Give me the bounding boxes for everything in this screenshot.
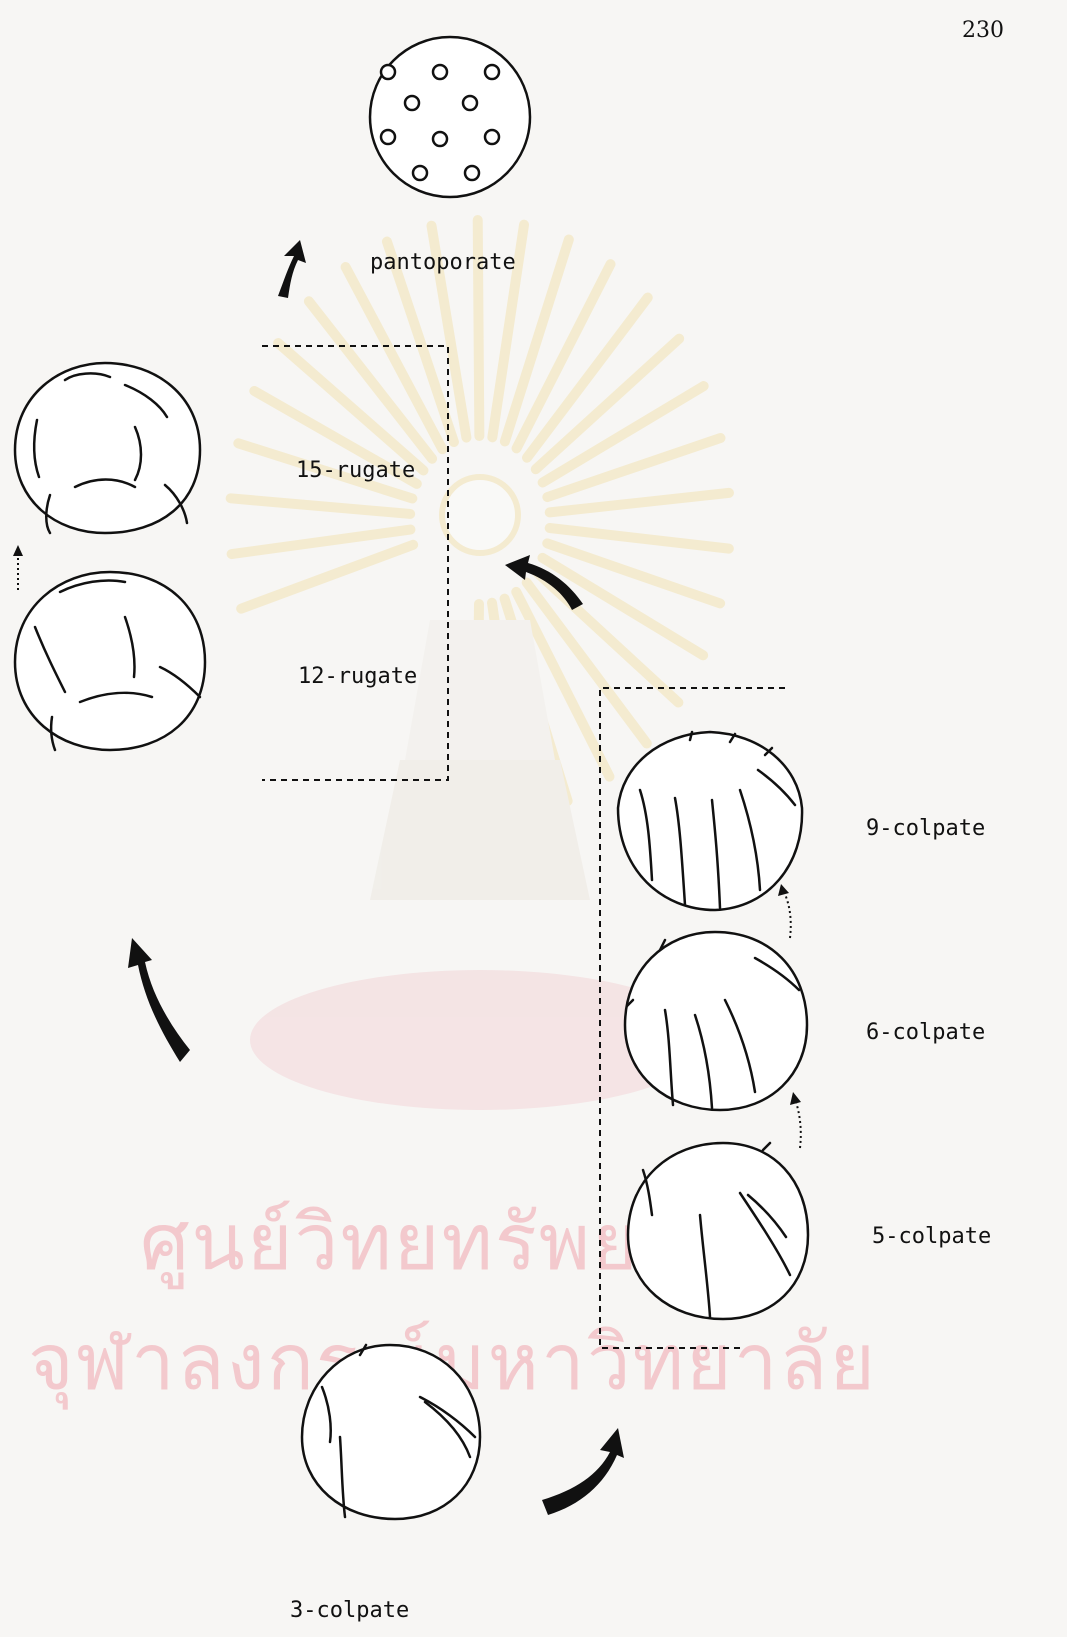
label-pantoporate: pantoporate (370, 250, 516, 275)
colpate-9-grain (618, 732, 802, 910)
pantoporate-grain (370, 37, 530, 197)
arrow-3colpate-to-rugate (128, 938, 190, 1062)
dotted-arrow-5-to-6 (790, 1092, 801, 1148)
colpate-3-grain (302, 1345, 480, 1519)
label-6-colpate: 6-colpate (866, 1020, 985, 1045)
dotted-arrow-6-to-9 (778, 884, 791, 938)
arrow-3colpate-to-colpate (542, 1428, 624, 1515)
page-number: 230 (962, 18, 1004, 43)
arrow-to-pantoporate (278, 240, 306, 298)
rugate-15-grain (15, 363, 200, 533)
rugate-12-grain (15, 572, 205, 750)
label-12-rugate: 12-rugate (298, 664, 417, 689)
label-5-colpate: 5-colpate (872, 1224, 991, 1249)
dotted-arrow-12-to-15 (13, 545, 23, 590)
arrow-to-rugate (505, 555, 583, 610)
colpate-5-grain (628, 1143, 808, 1319)
label-9-colpate: 9-colpate (866, 816, 985, 841)
rugate-group-bracket (262, 346, 448, 780)
label-3-colpate: 3-colpate (290, 1598, 409, 1623)
label-15-rugate: 15-rugate (296, 458, 415, 483)
colpate-6-grain (625, 932, 807, 1110)
